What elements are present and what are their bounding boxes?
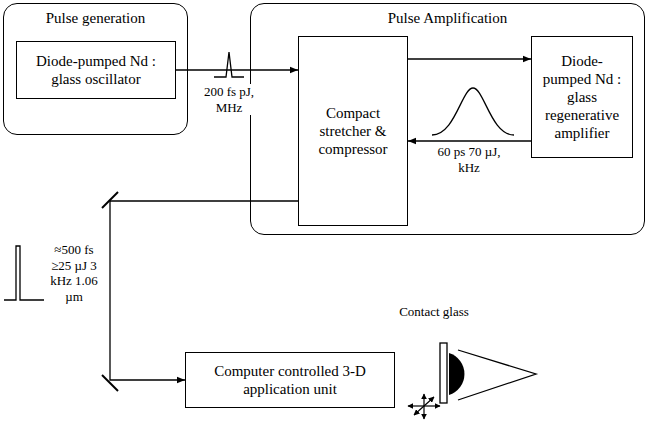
part-label: Contact glass [398, 304, 470, 320]
pulse-symbol [4, 246, 44, 300]
beam-arrow [408, 140, 531, 141]
beam-arrow [110, 201, 298, 380]
cornea [449, 353, 464, 395]
group-panel: Pulse AmplificationCompact stretcher & c… [250, 3, 645, 235]
process-box: Diode-pumped Nd : glass oscillator [16, 41, 176, 99]
signal-parameters: ≈500 fs ≥25 µJ 3 kHz 1.06 µm [46, 242, 102, 304]
process-box: Diode-pumped Nd : glass regenerative amp… [531, 36, 633, 158]
box-label: Diode-pumped Nd : glass oscillator [26, 52, 166, 88]
box-label: Compact stretcher & compressor [311, 104, 395, 158]
box-label: Diode-pumped Nd : glass regenerative amp… [538, 52, 626, 142]
box-label: Computer controlled 3-D application unit [210, 362, 370, 398]
signal-parameters: 200 fs pJ, MHz [200, 84, 258, 115]
group-heading: Pulse generation [4, 10, 187, 27]
pulse-symbol [432, 88, 514, 135]
beam-arrow [176, 69, 298, 70]
group-panel: Pulse generationDiode-pumped Nd : glass … [3, 3, 188, 135]
motion-arrows [408, 394, 440, 419]
eye-outline [458, 350, 536, 400]
beam-arrow [408, 58, 531, 59]
process-box: Computer controlled 3-D application unit [185, 352, 395, 408]
process-box: Compact stretcher & compressor [298, 36, 408, 226]
signal-parameters: 60 ps 70 µJ, kHz [432, 144, 506, 175]
pulse-symbol [214, 52, 244, 77]
contact-glass [440, 343, 447, 403]
group-heading: Pulse Amplification [251, 10, 644, 27]
